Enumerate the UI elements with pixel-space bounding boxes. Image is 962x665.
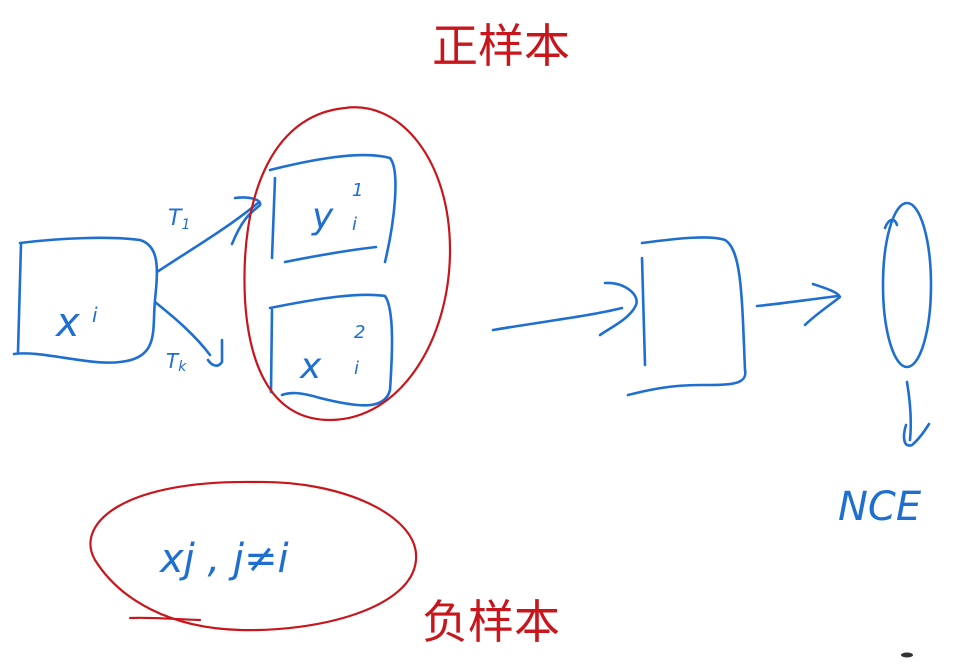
view1-box: y 1 i [268, 153, 397, 264]
pen-cursor-icon [901, 652, 913, 658]
arrow-to-nce [902, 380, 931, 447]
view1-subscript: i [352, 214, 357, 235]
positive-pair-ellipse [243, 106, 452, 422]
view1-label: y [311, 196, 334, 237]
arrow-to-encoder [491, 281, 638, 337]
view1-superscript: 1 [352, 180, 363, 201]
nce-loss-label: NCE [838, 484, 922, 530]
arrow-to-projection [755, 282, 842, 327]
positive-samples-label: 正样本 [432, 19, 570, 73]
input-sample-label: x [54, 300, 80, 346]
negative-samples-ellipse [89, 480, 418, 632]
input-sample-box: x i [12, 236, 159, 364]
projection-oval [881, 201, 933, 369]
negative-samples-group: xj , j≠i [89, 480, 418, 632]
view2-subscript: i [354, 358, 359, 379]
view2-label: x [299, 346, 322, 387]
negative-samples-label: 负样本 [422, 595, 560, 649]
transform-tk-label: Tk [166, 349, 187, 375]
transform-t1-label: T1 [168, 206, 190, 233]
negative-samples-expression: xj , j≠i [158, 536, 289, 582]
transform-arrow-t1: T1 [155, 196, 262, 274]
input-sample-subscript: i [92, 303, 98, 327]
view2-box: x 2 i [268, 293, 394, 407]
transform-arrow-tk: Tk [153, 300, 224, 375]
encoder-box [626, 236, 747, 397]
view2-superscript: 2 [354, 322, 365, 343]
